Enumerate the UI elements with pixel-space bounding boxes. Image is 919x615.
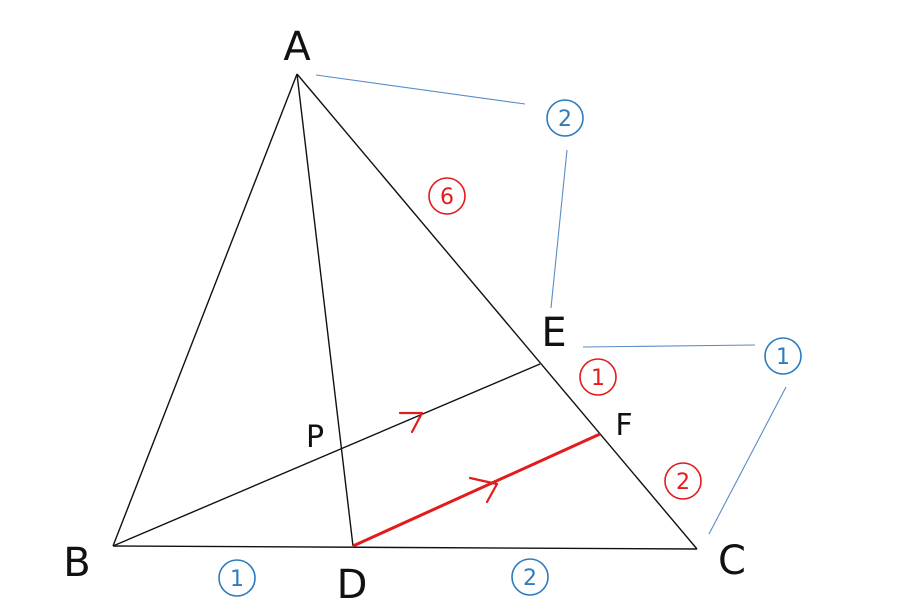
ratio-marker-AE-red: 6 [428, 177, 466, 215]
ratio-marker-EC-blue: 1 [764, 337, 802, 375]
ratio-text-FC-red: 2 [676, 470, 690, 495]
ratio-marker-EF-red: 1 [579, 358, 617, 396]
ratio-marker-FC-red: 2 [664, 462, 702, 500]
ratio-marker-BD-blue: 1 [218, 559, 256, 597]
parallel-arrow-marker-BE [398, 411, 424, 434]
ratio-text-AE-red: 6 [440, 185, 454, 210]
vertex-label-F: F [615, 408, 632, 443]
segment-BC [112, 545, 698, 550]
vertex-label-B: B [63, 540, 90, 586]
segment-BE [112, 363, 541, 547]
parallel-arrow-marker-DF [468, 476, 499, 504]
callout-line-EC-bottom [708, 386, 787, 535]
callout-line-AE-top [315, 74, 526, 105]
ratio-text-BD-blue: 1 [230, 567, 244, 592]
segment-AC [296, 73, 698, 550]
segment-DF [352, 432, 601, 548]
vertex-label-E: E [541, 310, 566, 356]
vertex-label-C: C [718, 538, 746, 584]
segment-AD [296, 73, 354, 547]
segment-AB [112, 73, 298, 547]
callout-line-EC-top [582, 344, 756, 348]
vertex-label-P: P [306, 420, 324, 455]
ratio-text-AE-blue: 2 [558, 107, 572, 132]
ratio-text-EC-blue: 1 [776, 345, 790, 370]
vertex-label-A: A [283, 24, 311, 70]
ratio-text-EF-red: 1 [591, 366, 605, 391]
ratio-text-DC-blue: 2 [523, 566, 537, 591]
vertex-label-D: D [337, 562, 368, 608]
ratio-marker-AE-blue: 2 [546, 99, 584, 137]
callout-line-AE-bottom [550, 149, 568, 309]
ratio-marker-DC-blue: 2 [511, 558, 549, 596]
